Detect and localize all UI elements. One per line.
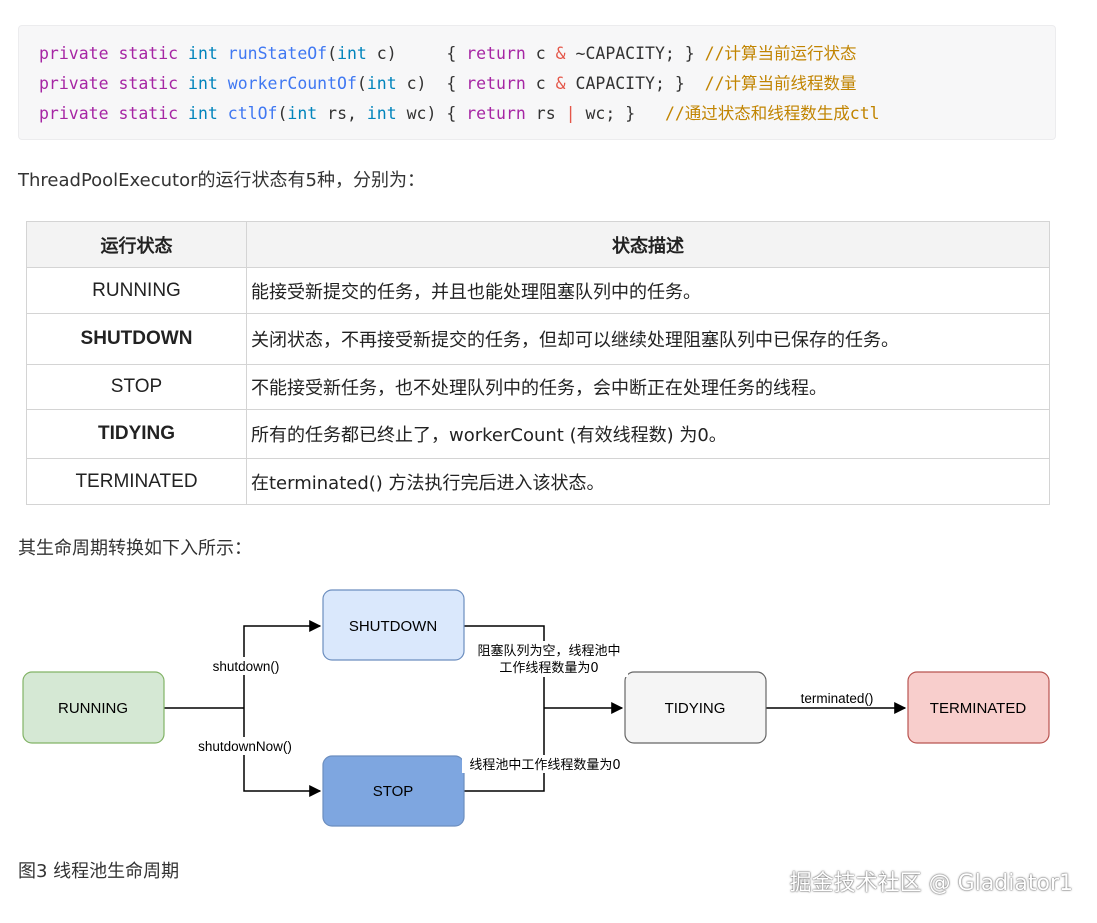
- label-shutdown-cond-2: 工作线程数量为0: [499, 661, 598, 676]
- code-token: int: [366, 74, 397, 93]
- code-token: private: [39, 104, 109, 123]
- node-terminated-label: TERMINATED: [930, 700, 1027, 717]
- label-bg: [462, 755, 628, 773]
- node-shutdown-box: [322, 589, 465, 661]
- table-row: STOP 不能接受新任务，也不处理队列中的任务，会中断正在处理任务的线程。: [26, 364, 1050, 410]
- state-name: TIDYING: [26, 409, 247, 459]
- code-token: int: [366, 104, 397, 123]
- code-comment: //通过状态和线程数生成ctl: [664, 104, 880, 123]
- label-terminated-call: terminated(): [801, 691, 874, 706]
- code-token: return: [466, 104, 526, 123]
- label-shutdownnow-call: shutdownNow(): [198, 739, 292, 754]
- table-header-row: 运行状态 状态描述: [26, 221, 1050, 268]
- label-stop-cond: 线程池中工作线程数量为0: [469, 758, 620, 773]
- node-shutdown: SHUTDOWN: [322, 589, 465, 661]
- code-line-1: private static int runStateOf(int c) { r…: [39, 39, 857, 69]
- node-stop-box: [322, 755, 465, 827]
- node-tidying-label: TIDYING: [665, 700, 726, 717]
- code-token: private: [39, 74, 109, 93]
- code-token: c: [525, 44, 556, 63]
- code-token: (: [356, 74, 367, 93]
- table-row: TIDYING 所有的任务都已终止了，workerCount (有效线程数) 为…: [26, 409, 1050, 459]
- lifecycle-diagram: RUNNING SHUTDOWN STOP TIDYING TERMINATED…: [22, 589, 1050, 827]
- table-row: SHUTDOWN 关闭状态，不再接受新提交的任务，但却可以继续处理阻塞队列中已保…: [26, 313, 1050, 365]
- code-token: return: [466, 44, 526, 63]
- code-block: private static int runStateOf(int c) { r…: [18, 25, 1056, 140]
- code-token: c) {: [396, 74, 467, 93]
- code-token: ctlOf: [227, 104, 278, 123]
- code-token: rs,: [317, 104, 367, 123]
- code-token: |: [565, 104, 576, 123]
- code-token: wc) {: [396, 104, 467, 123]
- node-stop-label: STOP: [373, 783, 414, 800]
- watermark: 掘金技术社区 @ Gladiator1: [789, 871, 1073, 896]
- table-row: RUNNING 能接受新提交的任务，并且也能处理阻塞队列中的任务。: [26, 267, 1050, 314]
- code-token: rs: [525, 104, 566, 123]
- label-bg: [470, 641, 628, 677]
- node-tidying-box: [624, 671, 767, 744]
- state-name: STOP: [26, 364, 247, 410]
- code-token: c) {: [366, 44, 467, 63]
- code-token: int: [188, 74, 218, 93]
- label-shutdown-call: shutdown(): [213, 659, 280, 674]
- state-desc: 在terminated() 方法执行完后进入该状态。: [246, 458, 1050, 505]
- code-token: (: [327, 44, 338, 63]
- table-row: TERMINATED 在terminated() 方法执行完后进入该状态。: [26, 458, 1050, 505]
- label-bg: [192, 737, 298, 755]
- code-token: int: [287, 104, 318, 123]
- code-token: c: [525, 74, 556, 93]
- node-running: RUNNING: [22, 671, 165, 744]
- label-bg: [796, 689, 878, 707]
- node-stop: STOP: [322, 755, 465, 827]
- code-comment: //计算当前线程数量: [704, 74, 857, 93]
- code-token: &: [555, 44, 566, 63]
- state-desc: 关闭状态，不再接受新提交的任务，但却可以继续处理阻塞队列中已保存的任务。: [246, 313, 1050, 365]
- code-token: workerCountOf: [227, 74, 357, 93]
- state-table: 运行状态 状态描述 RUNNING 能接受新提交的任务，并且也能处理阻塞队列中的…: [26, 221, 1050, 505]
- code-token: ~CAPACITY; }: [565, 44, 705, 63]
- edge-running-stop: [243, 708, 322, 797]
- code-token: wc; }: [575, 104, 665, 123]
- state-desc: 所有的任务都已终止了，workerCount (有效线程数) 为0。: [246, 409, 1050, 459]
- state-name: TERMINATED: [26, 458, 247, 505]
- node-running-label: RUNNING: [58, 700, 128, 717]
- code-token: static: [118, 44, 179, 63]
- state-desc: 不能接受新任务，也不处理队列中的任务，会中断正在处理任务的线程。: [246, 364, 1050, 410]
- code-line-2: private static int workerCountOf(int c) …: [39, 69, 857, 99]
- node-terminated: TERMINATED: [907, 671, 1050, 744]
- code-token: int: [188, 104, 218, 123]
- state-name: RUNNING: [26, 267, 247, 314]
- figure-caption: 图3 线程池生命周期: [18, 861, 180, 882]
- code-token: return: [466, 74, 526, 93]
- code-token: &: [555, 74, 566, 93]
- lifecycle-paragraph: 其生命周期转换如下入所示：: [18, 538, 252, 559]
- edge-running-shutdown: [243, 620, 322, 708]
- code-comment: //计算当前运行状态: [704, 44, 857, 63]
- state-name: SHUTDOWN: [26, 313, 247, 365]
- code-token: static: [118, 104, 179, 123]
- node-tidying: TIDYING: [624, 671, 767, 744]
- table-header-desc: 状态描述: [246, 221, 1050, 268]
- node-shutdown-label: SHUTDOWN: [349, 618, 437, 635]
- code-token: int: [188, 44, 218, 63]
- code-token: runStateOf: [227, 44, 328, 63]
- table-header-state: 运行状态: [26, 221, 247, 268]
- label-shutdown-cond-1: 阻塞队列为空，线程池中: [477, 643, 620, 659]
- code-token: (: [277, 104, 288, 123]
- state-desc: 能接受新提交的任务，并且也能处理阻塞队列中的任务。: [246, 267, 1050, 314]
- code-token: CAPACITY; }: [565, 74, 705, 93]
- code-line-3: private static int ctlOf(int rs, int wc)…: [39, 99, 880, 129]
- code-token: static: [118, 74, 179, 93]
- intro-paragraph: ThreadPoolExecutor的运行状态有5种，分别为：: [18, 170, 425, 191]
- node-terminated-box: [907, 671, 1050, 744]
- node-running-box: [22, 671, 165, 744]
- code-token: int: [337, 44, 367, 63]
- label-bg: [208, 657, 284, 675]
- code-token: private: [39, 44, 109, 63]
